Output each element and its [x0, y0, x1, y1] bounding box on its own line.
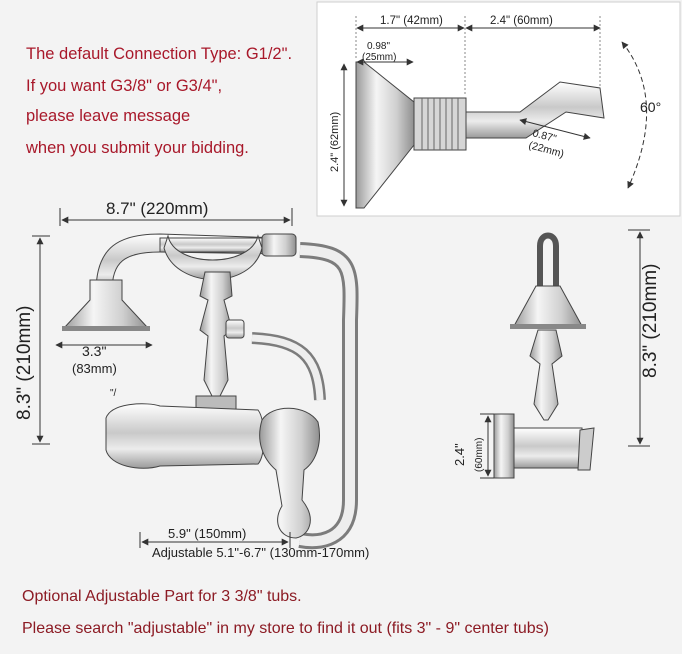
note-line-4: when you submit your bidding. — [26, 139, 249, 157]
inset-dim-top-left: 1.7" (42mm) — [380, 15, 443, 27]
lever-handle — [259, 407, 320, 539]
small-mark: "/ — [110, 388, 117, 399]
footer-line-2: Please search "adjustable" in my store t… — [22, 620, 549, 637]
side-base-bottom: (60mm) — [474, 438, 485, 472]
side-flange — [493, 413, 515, 479]
side-base-top: 2.4" — [452, 443, 467, 466]
head-dim-top: 3.3" — [82, 343, 106, 359]
adjustable-label: Adjustable 5.1"-6.7" (130mm-170mm) — [152, 545, 369, 560]
inset-panel: 1.7" (42mm) 2.4" (60mm) 0.98" (25mm) 2.4… — [316, 1, 681, 217]
head-dim-bottom: (83mm) — [72, 361, 117, 376]
note-line-1: The default Connection Type: G1/2". — [26, 45, 293, 63]
inset-dim-height: 2.4" (62mm) — [329, 112, 341, 172]
mixer-body — [105, 403, 265, 469]
inset-dim-inner-bottom: (25mm) — [362, 52, 396, 63]
front-view: 8.7" (220mm) 8.3" (210mm) 3.3" (83mm) "/ — [14, 199, 369, 560]
side-height-label: 8.3" (210mm) — [640, 264, 661, 378]
width-label: 8.7" (220mm) — [106, 199, 208, 218]
inset-angle: 60° — [640, 99, 661, 115]
center-label: 5.9" (150mm) — [168, 526, 246, 541]
shower-head — [62, 279, 150, 329]
side-body — [513, 427, 583, 469]
note-line-3: please leave message — [26, 107, 191, 125]
side-view: 8.3" (210mm) 2.4" (60mm) — [452, 229, 661, 479]
footer-line-1: Optional Adjustable Part for 3 3/8" tubs… — [22, 588, 302, 605]
inset-dim-top-right: 2.4" (60mm) — [490, 15, 553, 27]
height-label: 8.3" (210mm) — [14, 306, 35, 420]
inset-dim-inner-top: 0.98" — [367, 41, 390, 52]
inset-arm — [465, 81, 605, 139]
note-line-2: If you want G3/8" or G3/4", — [26, 77, 223, 95]
